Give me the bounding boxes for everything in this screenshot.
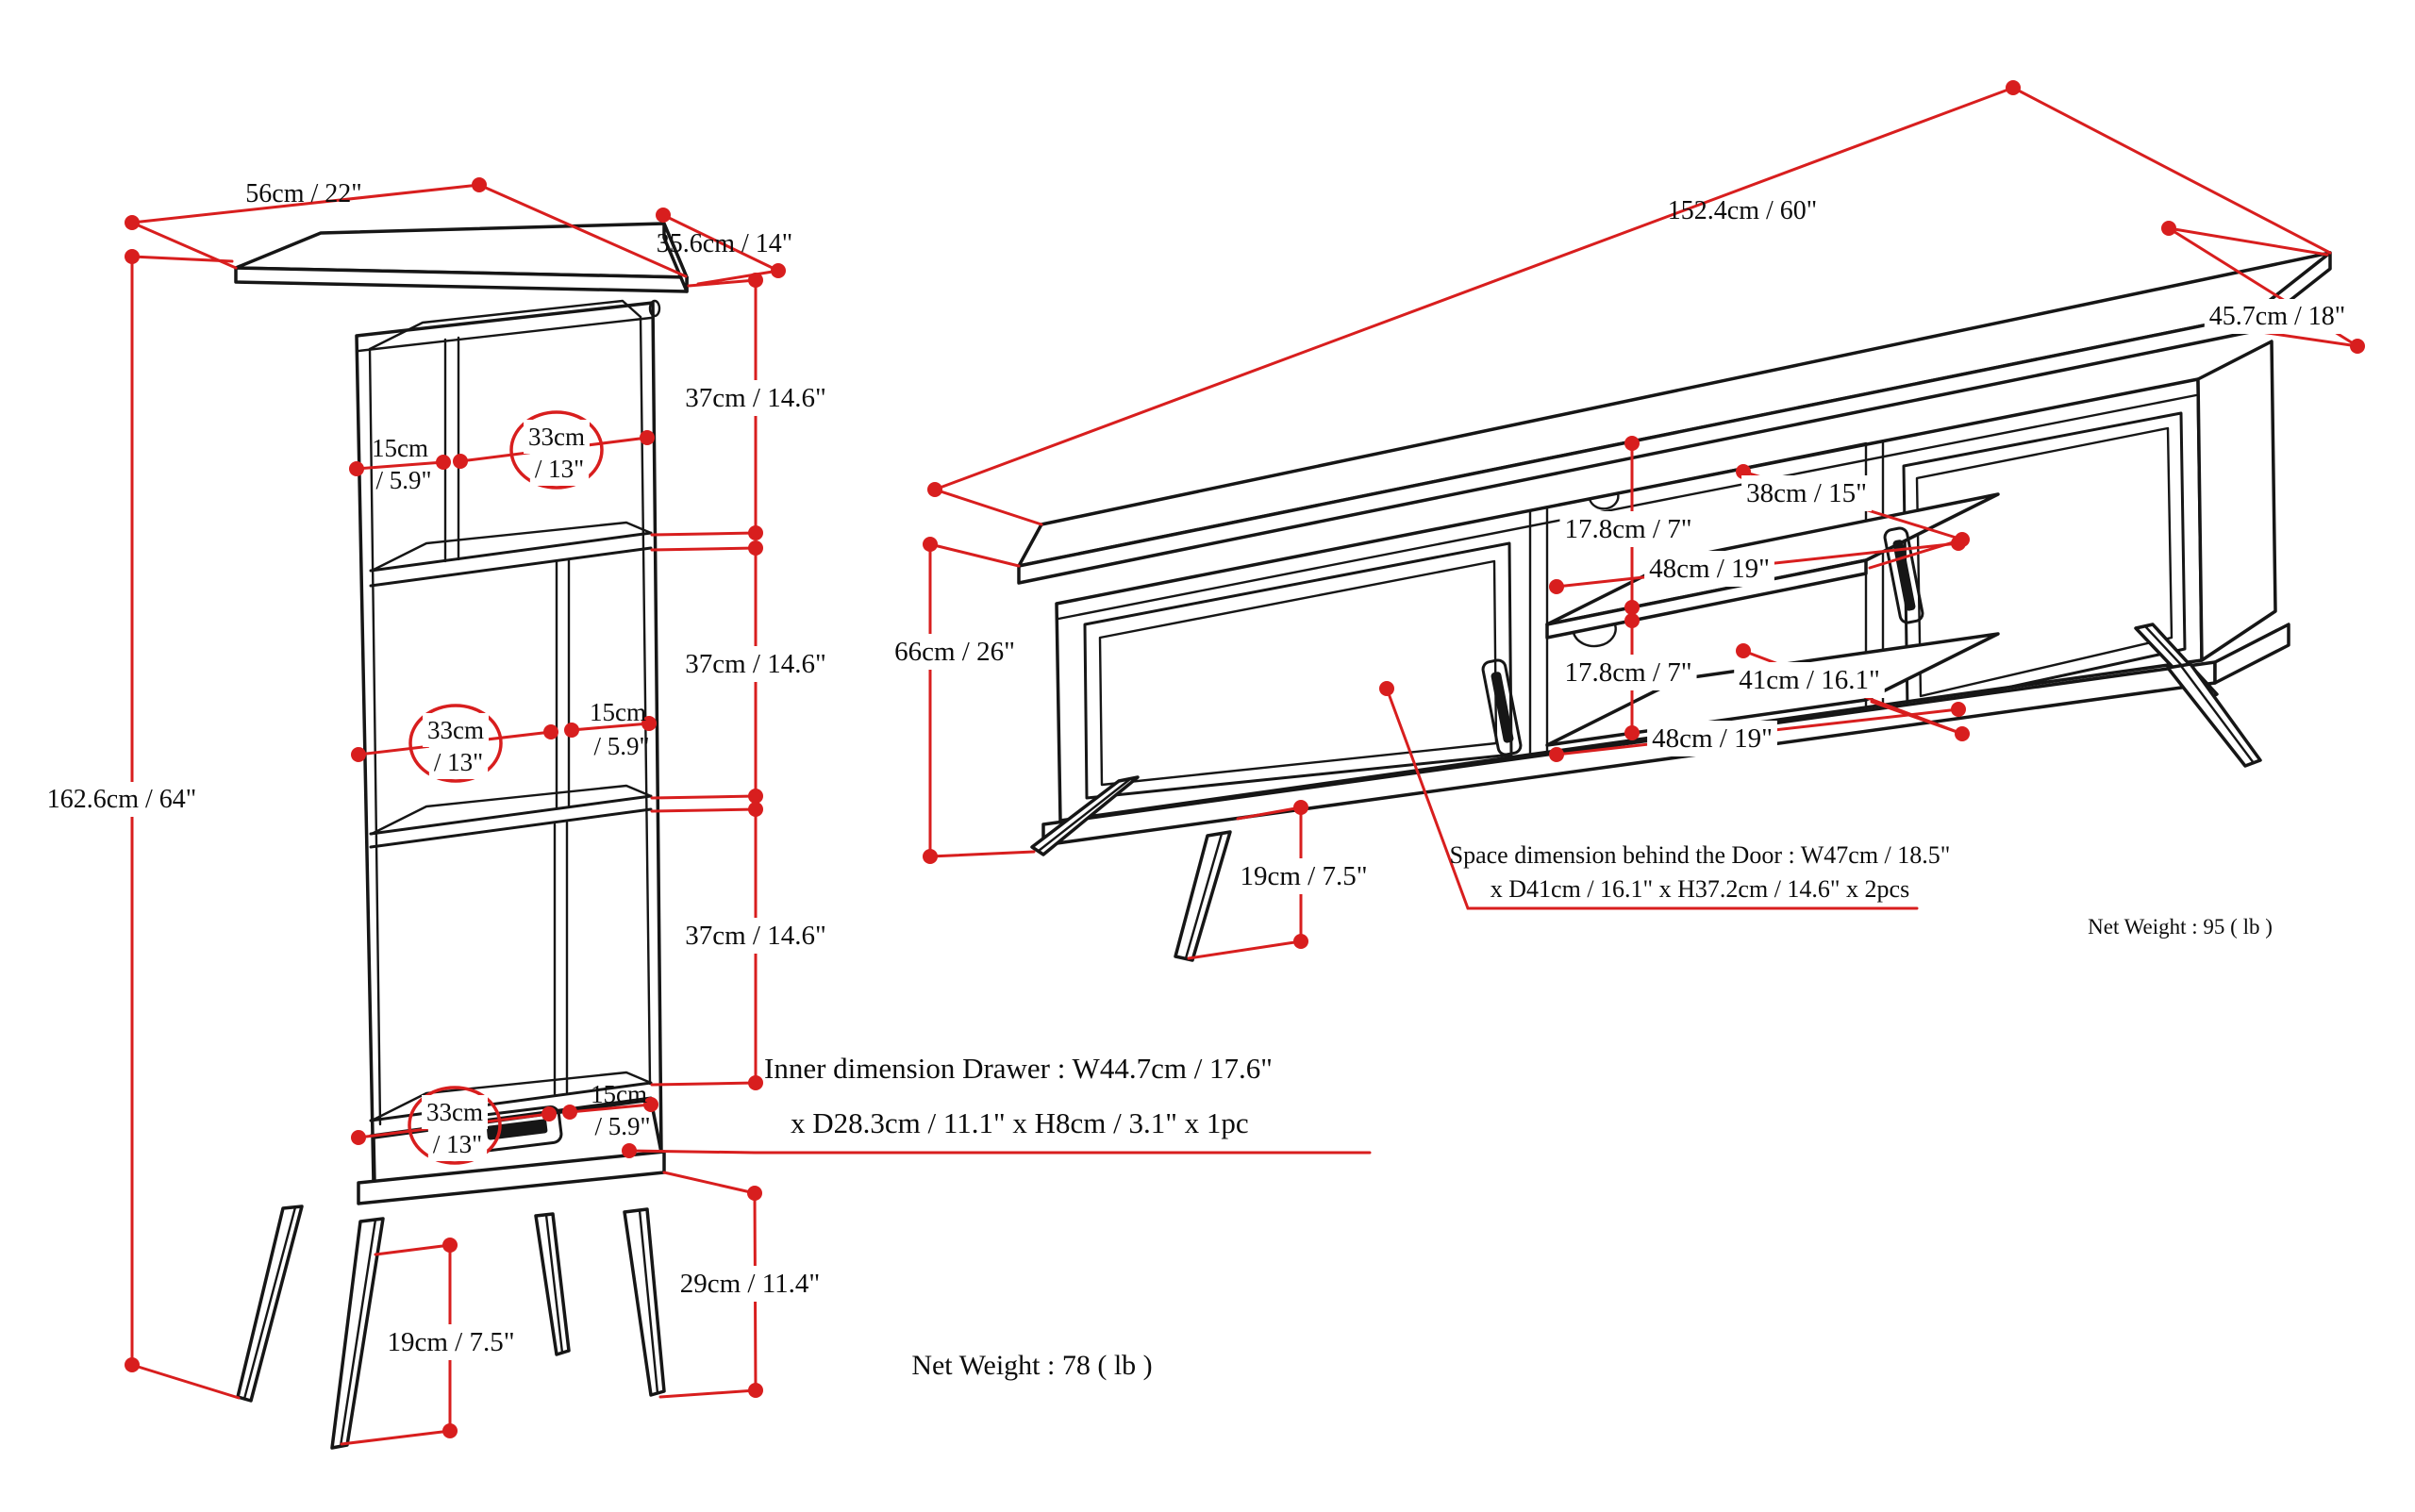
cubby3-divider	[553, 821, 569, 1096]
opening1-label-2: / 13"	[535, 455, 584, 483]
tv-shelf-width-label-2: 48cm / 19"	[1652, 723, 1773, 754]
label-backing	[42, 782, 202, 817]
label-backing	[890, 634, 1020, 670]
tvstand-left-handle	[1481, 658, 1523, 756]
bookcase-dimension-dots	[125, 177, 786, 1438]
bookcase-keyhole	[648, 299, 661, 318]
opening1-label-1: 33cm	[528, 423, 585, 451]
tvstand-dimensions: 152.4cm / 60" 45.7cm / 18" 66cm / 26" 38…	[890, 80, 2365, 960]
bookcase-ceiling-depth-lines	[368, 299, 642, 351]
cable-notch-upper	[1588, 491, 1620, 510]
tv-compartment-label-2: 17.8cm / 7"	[1564, 657, 1691, 688]
bookcase-dimensions: 56cm / 22" 35.6cm / 14" 162.6cm / 64" 37…	[42, 177, 1372, 1446]
tvstand-dimension-dots	[923, 80, 2365, 949]
bookcase-left-inner-wall	[368, 347, 382, 1126]
tvstand-inner-top-line	[1057, 393, 2198, 621]
tv-dim-height-line	[928, 542, 1036, 858]
drawer-note-line1: Inner dimension Drawer : W44.7cm / 17.6"	[764, 1052, 1273, 1085]
tv-door-note-line2: x D41cm / 16.1" x H37.2cm / 14.6" x 2pcs	[1491, 875, 1909, 903]
tv-width-label: 152.4cm / 60"	[1668, 196, 1817, 225]
tv-depth-label: 45.7cm / 18"	[2209, 302, 2345, 331]
tv-shelf-width-label-1: 48cm / 19"	[1649, 554, 1770, 584]
gap2-label-2: / 5.9"	[593, 732, 649, 760]
tvstand-right-handle	[1883, 526, 1924, 624]
label-backing	[1741, 475, 1872, 511]
label-backing	[680, 646, 831, 682]
label-backing	[423, 713, 489, 747]
label-backing	[1559, 655, 1697, 690]
tvstand-right-side	[2196, 340, 2277, 662]
dim-height-line	[130, 255, 241, 1400]
tv-door-note-line1: Space dimension behind the Door : W47cm …	[1450, 841, 1951, 869]
opening-ellipse-2	[408, 704, 503, 783]
tv-floor-depth-label: 41cm / 16.1"	[1739, 665, 1880, 695]
bookcase-legs	[236, 1205, 666, 1450]
label-backing	[680, 918, 831, 954]
bookcase-width-label: 56cm / 22"	[245, 179, 361, 208]
opening2-label-1: 33cm	[427, 716, 484, 744]
gap1-label-1: 15cm	[372, 434, 428, 462]
tv-compartment-label-1: 17.8cm / 7"	[1564, 514, 1691, 544]
opening3-label-2: / 13"	[433, 1130, 482, 1158]
shelf-height-label-3: 37cm / 14.6"	[685, 921, 826, 951]
tv-net-weight: Net Weight : 95 ( lb )	[2088, 915, 2273, 939]
label-backing	[675, 1266, 825, 1302]
bookcase-height-label: 162.6cm / 64"	[47, 785, 196, 814]
label-backing	[428, 745, 489, 779]
tvstand-right-door	[1902, 411, 2187, 711]
drawer-note-line2: x D28.3cm / 11.1" x H8cm / 3.1" x 1pc	[791, 1106, 1249, 1139]
opening-ellipse-1	[509, 410, 604, 490]
shelf-height-label-2: 37cm / 14.6"	[685, 649, 826, 679]
bookcase-drawing	[234, 222, 689, 1450]
bookcase-shelf-2	[369, 784, 653, 849]
gap2-label-1: 15cm	[590, 698, 646, 726]
dim-depth-line	[661, 213, 780, 286]
tv-leg-height-label: 19cm / 7.5"	[1240, 861, 1367, 891]
bookcase-net-weight: Net Weight : 78 ( lb )	[911, 1350, 1152, 1381]
label-backing	[1235, 858, 1373, 894]
label-backing	[2204, 299, 2351, 334]
tvstand-base-side	[2213, 623, 2290, 685]
bookcase-shelf-1	[369, 521, 653, 588]
tv-shelf-depth-label: 38cm / 15"	[1746, 478, 1867, 508]
gap3-label-2: / 5.9"	[594, 1112, 650, 1140]
label-backing	[524, 420, 590, 454]
cable-notch-lower	[1572, 623, 1617, 648]
bookcase-right-inner-wall	[639, 315, 652, 1086]
tvstand-legs	[1030, 623, 2262, 962]
bookcase-depth-label: 35.6cm / 14"	[657, 229, 792, 258]
label-backing	[680, 380, 831, 416]
tv-dim-width-line	[933, 86, 2332, 526]
label-backing	[382, 1324, 520, 1360]
label-backing	[1647, 721, 1777, 756]
opening2-label-2: / 13"	[434, 748, 483, 776]
gap1-label-2: / 5.9"	[375, 466, 431, 494]
dim-drawer-leader	[627, 1149, 1372, 1155]
cubby2-divider	[555, 558, 571, 809]
label-backing	[1644, 551, 1774, 587]
label-backing	[1734, 662, 1885, 698]
label-backing	[427, 1127, 488, 1161]
tvstand-drawing	[1017, 251, 2332, 962]
label-backing	[1559, 511, 1697, 547]
cubby1-divider	[443, 336, 460, 563]
bookcase-inner-top-line	[357, 316, 653, 353]
gap3-label-1: 15cm	[591, 1080, 647, 1108]
tv-height-label: 66cm / 26"	[894, 637, 1015, 667]
label-backing	[422, 1095, 488, 1129]
bookcase-leg-height-label: 19cm / 7.5"	[387, 1327, 514, 1357]
opening-ellipse-3	[408, 1086, 502, 1165]
label-backing	[529, 452, 590, 486]
opening3-label-1: 33cm	[426, 1098, 483, 1126]
tv-door-note-leader	[1385, 687, 1919, 910]
shelf-height-label-1: 37cm / 14.6"	[685, 383, 826, 413]
bookcase-base-height-label: 29cm / 11.4"	[680, 1269, 821, 1299]
